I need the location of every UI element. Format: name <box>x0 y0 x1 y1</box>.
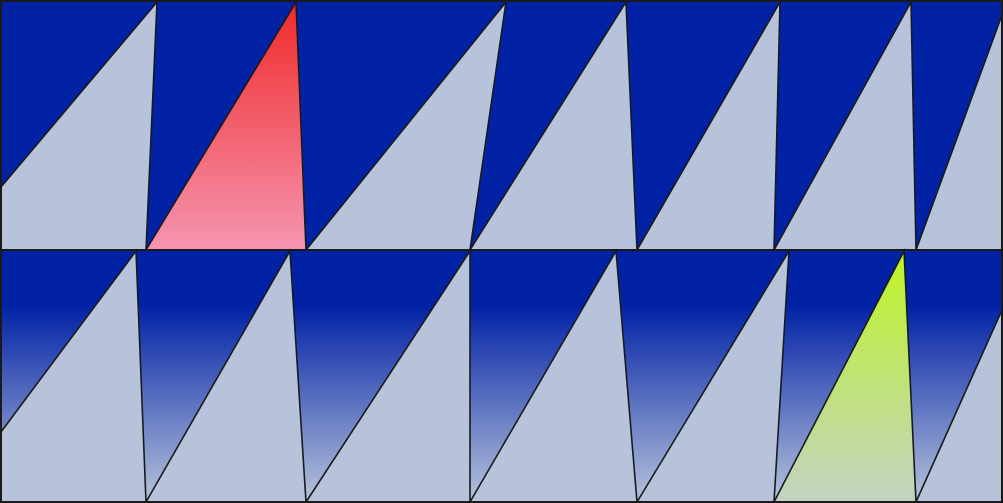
outer-frame <box>0 0 1003 503</box>
triangle-pattern-canvas <box>0 0 1003 503</box>
